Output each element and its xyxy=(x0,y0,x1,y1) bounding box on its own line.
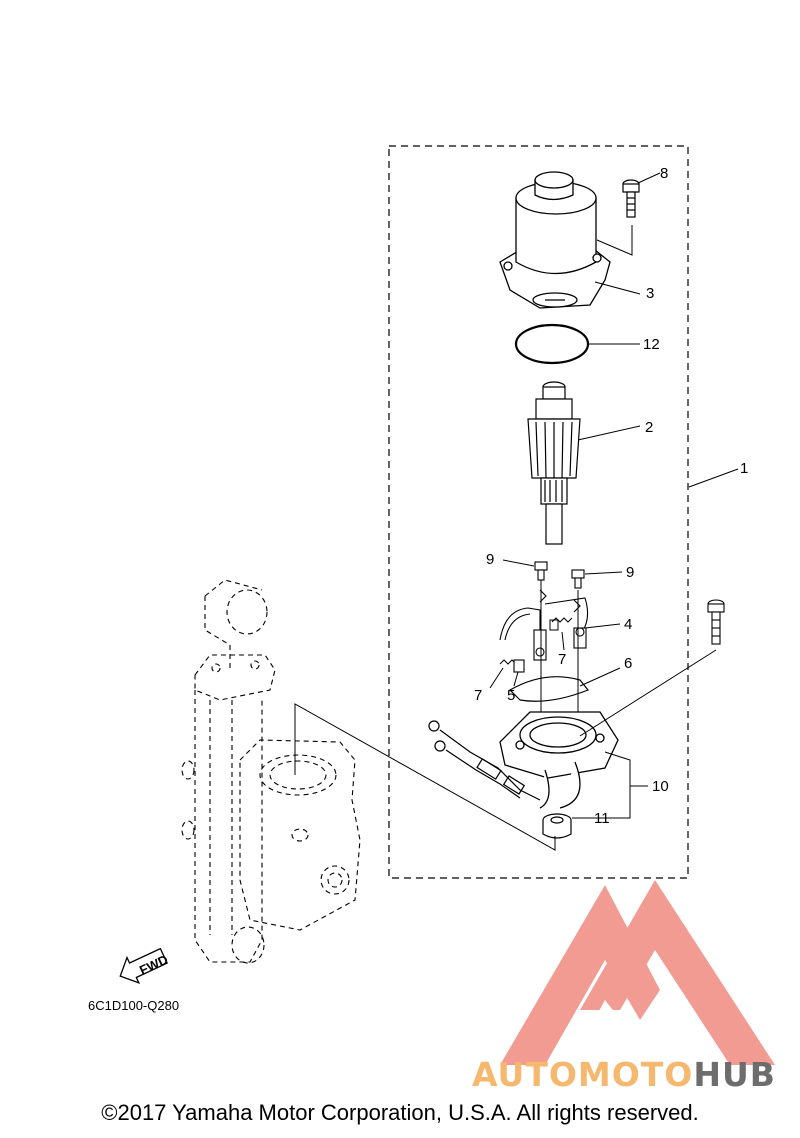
leader-7a xyxy=(489,667,504,689)
leader-3 xyxy=(594,281,641,295)
leader-11 xyxy=(572,786,631,819)
part-10-bolt-spare xyxy=(707,599,725,645)
label-part-6: 6 xyxy=(624,655,632,672)
leader-10 xyxy=(604,751,648,787)
fwd-direction-arrow xyxy=(119,947,168,985)
label-part-7-left: 7 xyxy=(474,687,482,704)
leader-1 xyxy=(688,468,739,488)
leader-8 xyxy=(637,172,661,184)
leader-9-right xyxy=(584,571,623,575)
phantom-power-trim-tilt-unit xyxy=(181,579,361,964)
watermark-inner-notch xyxy=(580,1000,640,1045)
label-part-12: 12 xyxy=(643,336,660,353)
watermark-brand-part2: HUB xyxy=(693,1055,776,1094)
part-5-brush xyxy=(513,659,525,673)
copyright-notice: ©2017 Yamaha Motor Corporation, U.S.A. A… xyxy=(101,1100,699,1125)
part-10-lead-wires xyxy=(428,720,541,801)
watermark-triangle-left xyxy=(500,885,660,1065)
assembly-boundary xyxy=(388,145,689,879)
leader-spare-bolt xyxy=(579,649,717,737)
part-12-o-ring xyxy=(514,323,590,365)
label-part-10: 10 xyxy=(652,778,669,795)
leader-7b xyxy=(561,631,565,651)
part-9-screw-right xyxy=(571,569,585,589)
label-part-8: 8 xyxy=(660,165,668,182)
label-part-7-right: 7 xyxy=(558,651,566,668)
watermark-brand-part1: AUTOMOTO xyxy=(472,1055,693,1094)
label-part-9-left: 9 xyxy=(486,551,494,568)
label-part-2: 2 xyxy=(645,419,653,436)
part-4-brush-holder xyxy=(499,589,589,661)
label-part-9-right: 9 xyxy=(626,564,634,581)
label-part-11: 11 xyxy=(594,810,610,827)
part-6-spacer xyxy=(509,676,589,702)
part-7-spring-b xyxy=(549,617,573,631)
mounting-reference-line xyxy=(294,703,556,851)
label-part-1: 1 xyxy=(740,460,748,477)
leader-4 xyxy=(584,623,621,629)
leader-8-to-hole xyxy=(596,225,633,256)
part-11-grommet xyxy=(542,813,572,839)
label-part-3: 3 xyxy=(646,285,654,302)
leader-2 xyxy=(577,425,641,441)
watermark-brand-text: AUTOMOTOHUB xyxy=(472,1055,776,1094)
part-2-armature xyxy=(527,381,581,545)
label-part-5: 5 xyxy=(507,687,515,704)
leader-6 xyxy=(579,667,621,687)
part-10-stator-base xyxy=(499,711,619,809)
watermark-triangle-right xyxy=(580,880,775,1065)
label-part-4: 4 xyxy=(624,616,632,633)
leader-5 xyxy=(513,671,519,687)
fwd-arrow-label: FWD xyxy=(137,952,170,978)
automotohub-watermark-logo xyxy=(500,880,775,1065)
leader-9-left xyxy=(502,559,535,567)
part-8-bolt xyxy=(622,179,640,218)
part-9-screw-left xyxy=(534,561,548,581)
part-3-motor-yoke xyxy=(499,171,611,309)
drawing-code: 6C1D100-Q280 xyxy=(88,998,179,1013)
